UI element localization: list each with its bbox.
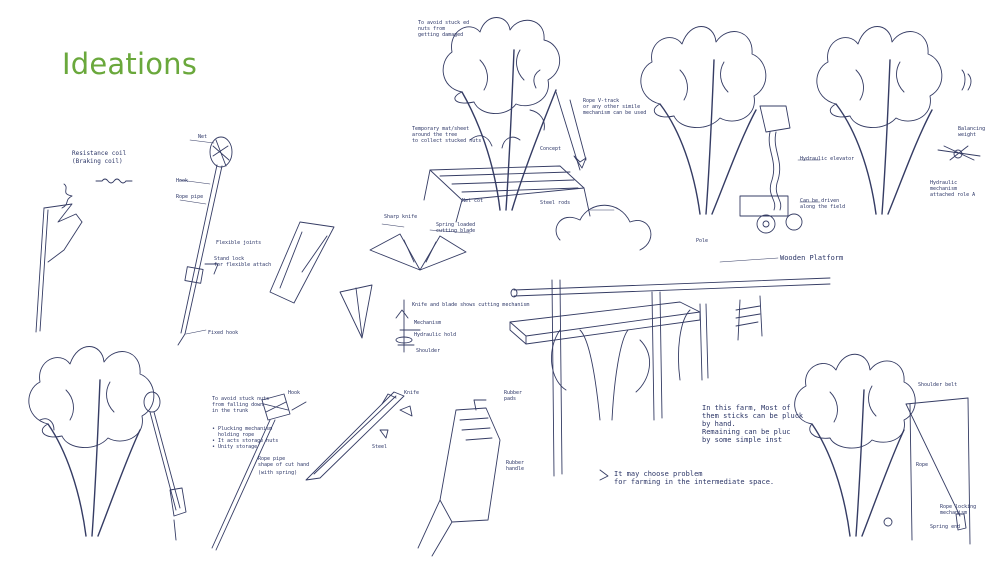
tree-elevator-sketch xyxy=(640,26,821,234)
rope-vtrack-note: Rope V-track or any other simile mechani… xyxy=(583,98,647,116)
basket-pole-sketch xyxy=(211,393,307,551)
rope-locking-note: Rope locking mechanism xyxy=(940,504,977,516)
stand-lock-note: Stand lock for flexible attach xyxy=(214,256,272,268)
can-be-driven-note: Can be driven along the field xyxy=(800,198,846,210)
farm-note: In this farm, Most of them sticks can be… xyxy=(702,404,804,444)
rubber-handle-note: Rubber handle xyxy=(506,460,525,472)
tree-rope-sketch xyxy=(794,353,971,545)
mechanism-1-note: Mechanism xyxy=(414,320,442,326)
net-pole-sketch xyxy=(177,136,233,346)
wooden-platform-sketch xyxy=(509,204,831,481)
steel-note: Steel xyxy=(372,444,388,450)
tree-balance-sketch xyxy=(816,26,981,215)
rope-pipe-shape-note: Rope pipe shape of cut hand xyxy=(258,456,310,468)
rope-note: Rope xyxy=(916,462,929,468)
net-cot-note: Net cot xyxy=(462,198,484,204)
rubber-pads-note: Rubber pads xyxy=(504,390,523,402)
knife-note: Knife xyxy=(404,390,420,396)
shoulder-belt-note: Shoulder belt xyxy=(918,382,958,388)
tree-picker-sketch xyxy=(28,346,187,541)
sharp-knife-note: Sharp knife xyxy=(384,214,418,220)
bullet-notes: • Plucking mechanism holding rope • It a… xyxy=(212,426,279,450)
hook-handle-sketch xyxy=(417,399,501,557)
rope-pipe-note: Rope pipe xyxy=(176,194,204,200)
resistance-coil-note: Resistance coil (Braking coil) xyxy=(72,150,127,165)
mechanism-3-note: Shoulder xyxy=(416,348,441,354)
fixed-hook-note: Fixed hook xyxy=(208,330,239,336)
steel-rods-note: Steel rods xyxy=(540,200,571,206)
knife-blade-sketch xyxy=(305,391,413,481)
mechanism-2-note: Hydraulic hold xyxy=(414,332,457,338)
spring-end-note: Spring end xyxy=(930,524,961,530)
page-title: Ideations xyxy=(62,47,198,81)
spring-loaded-note: Spring loaded cutting blade xyxy=(436,222,476,234)
knife-mechanism-note: Knife and blade shows cutting mechanism xyxy=(412,302,530,308)
hook-note-2: Hook xyxy=(288,390,301,396)
net-note: Net xyxy=(198,134,208,140)
with-spring-note: (with spring) xyxy=(258,470,298,476)
pole-note: Pole xyxy=(696,238,709,244)
blade-pieces-sketch xyxy=(269,221,471,353)
balancing-weight-note: Balancing weight xyxy=(958,126,986,138)
concept-note: Concept xyxy=(540,146,562,152)
hydraulic-elevator-note: Hydraulic elevator xyxy=(800,156,855,162)
avoid-stuck-note: To avoid stuck nuts from falling down in… xyxy=(212,396,270,414)
coil-hook-sketch xyxy=(35,178,133,333)
stuck-nuts-note: To avoid stuck ed nuts from getting dama… xyxy=(418,20,470,38)
wooden-platform-note: Wooden Platform xyxy=(780,254,844,262)
flexible-joints-note: Flexible joints xyxy=(216,240,262,246)
hydraulic-mechanism-note: Hydraulic mechanism attached role A xyxy=(930,180,976,198)
temporary-mat-note: Temporary mat/sheet around the tree to c… xyxy=(412,126,482,144)
hook-note: Hook xyxy=(176,178,189,184)
tree-net-cot-sketch xyxy=(423,17,615,223)
may-choose-note: It may choose problem for farming in the… xyxy=(614,470,775,486)
